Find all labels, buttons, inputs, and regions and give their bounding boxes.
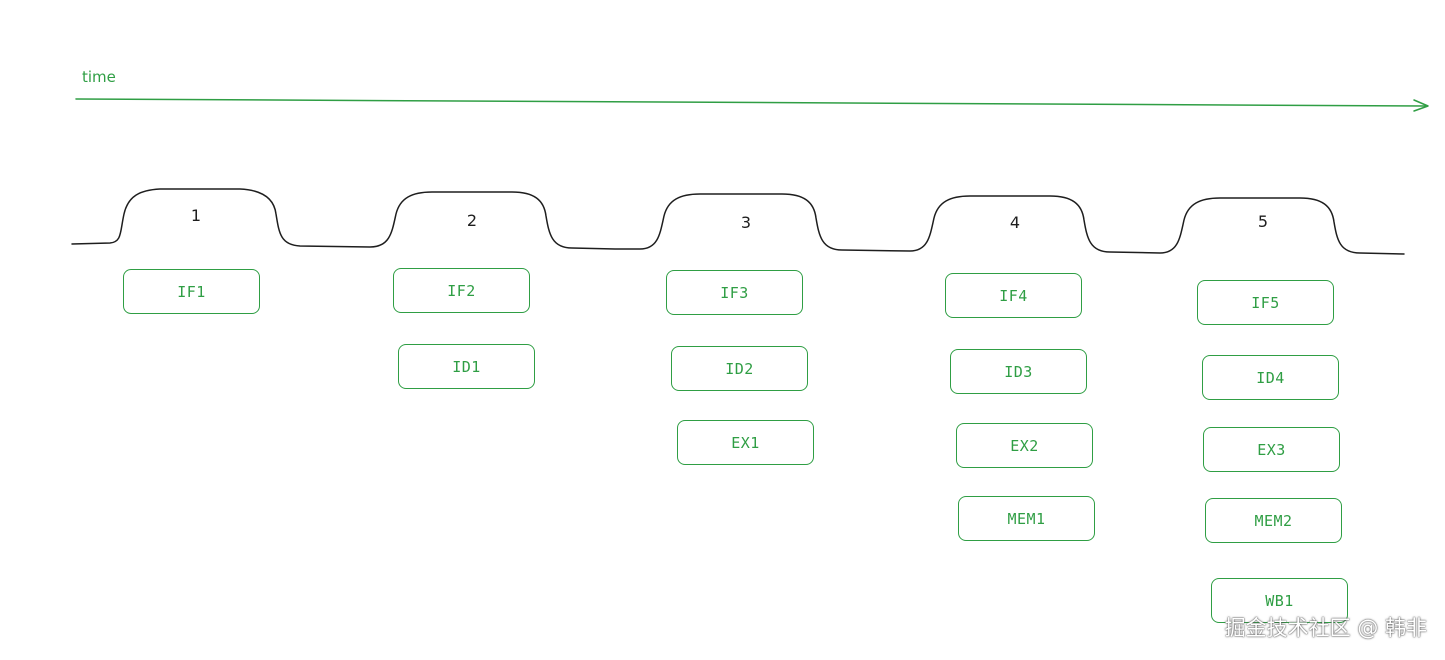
stage-box-ex3: EX3 — [1203, 427, 1340, 472]
stage-box-id1: ID1 — [398, 344, 535, 389]
stage-box-id3: ID3 — [950, 349, 1087, 394]
cycle-number-3: 3 — [740, 213, 752, 232]
cycle-number-2: 2 — [466, 211, 478, 230]
time-arrow — [75, 98, 1429, 112]
stage-box-id2: ID2 — [671, 346, 808, 391]
stage-box-if5: IF5 — [1197, 280, 1334, 325]
clock-waveform — [71, 188, 1405, 255]
stage-box-if1: IF1 — [123, 269, 260, 314]
watermark: 掘金技术社区 @ 韩非 — [1224, 616, 1427, 640]
stage-box-if4: IF4 — [945, 273, 1082, 318]
stage-box-id4: ID4 — [1202, 355, 1339, 400]
time-axis-label: time — [82, 68, 116, 86]
cycle-number-4: 4 — [1009, 213, 1021, 232]
stage-box-ex2: EX2 — [956, 423, 1093, 468]
stage-box-ex1: EX1 — [677, 420, 814, 465]
stage-box-mem2: MEM2 — [1205, 498, 1342, 543]
stage-box-if2: IF2 — [393, 268, 530, 313]
stage-box-mem1: MEM1 — [958, 496, 1095, 541]
cycle-number-5: 5 — [1257, 212, 1269, 231]
stage-box-if3: IF3 — [666, 270, 803, 315]
cycle-number-1: 1 — [190, 206, 202, 225]
stage-box-wb1: WB1 — [1211, 578, 1348, 623]
